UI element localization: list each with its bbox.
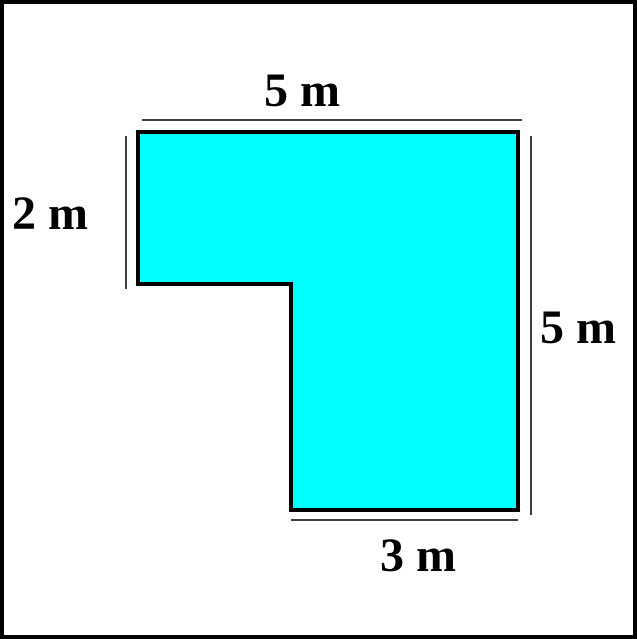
right-length-label: 5 m — [540, 301, 616, 354]
top-length-label: 5 m — [264, 64, 340, 117]
l-shape — [136, 130, 520, 512]
bottom-length-label: 3 m — [380, 529, 456, 582]
left-length-label: 2 m — [12, 187, 88, 240]
